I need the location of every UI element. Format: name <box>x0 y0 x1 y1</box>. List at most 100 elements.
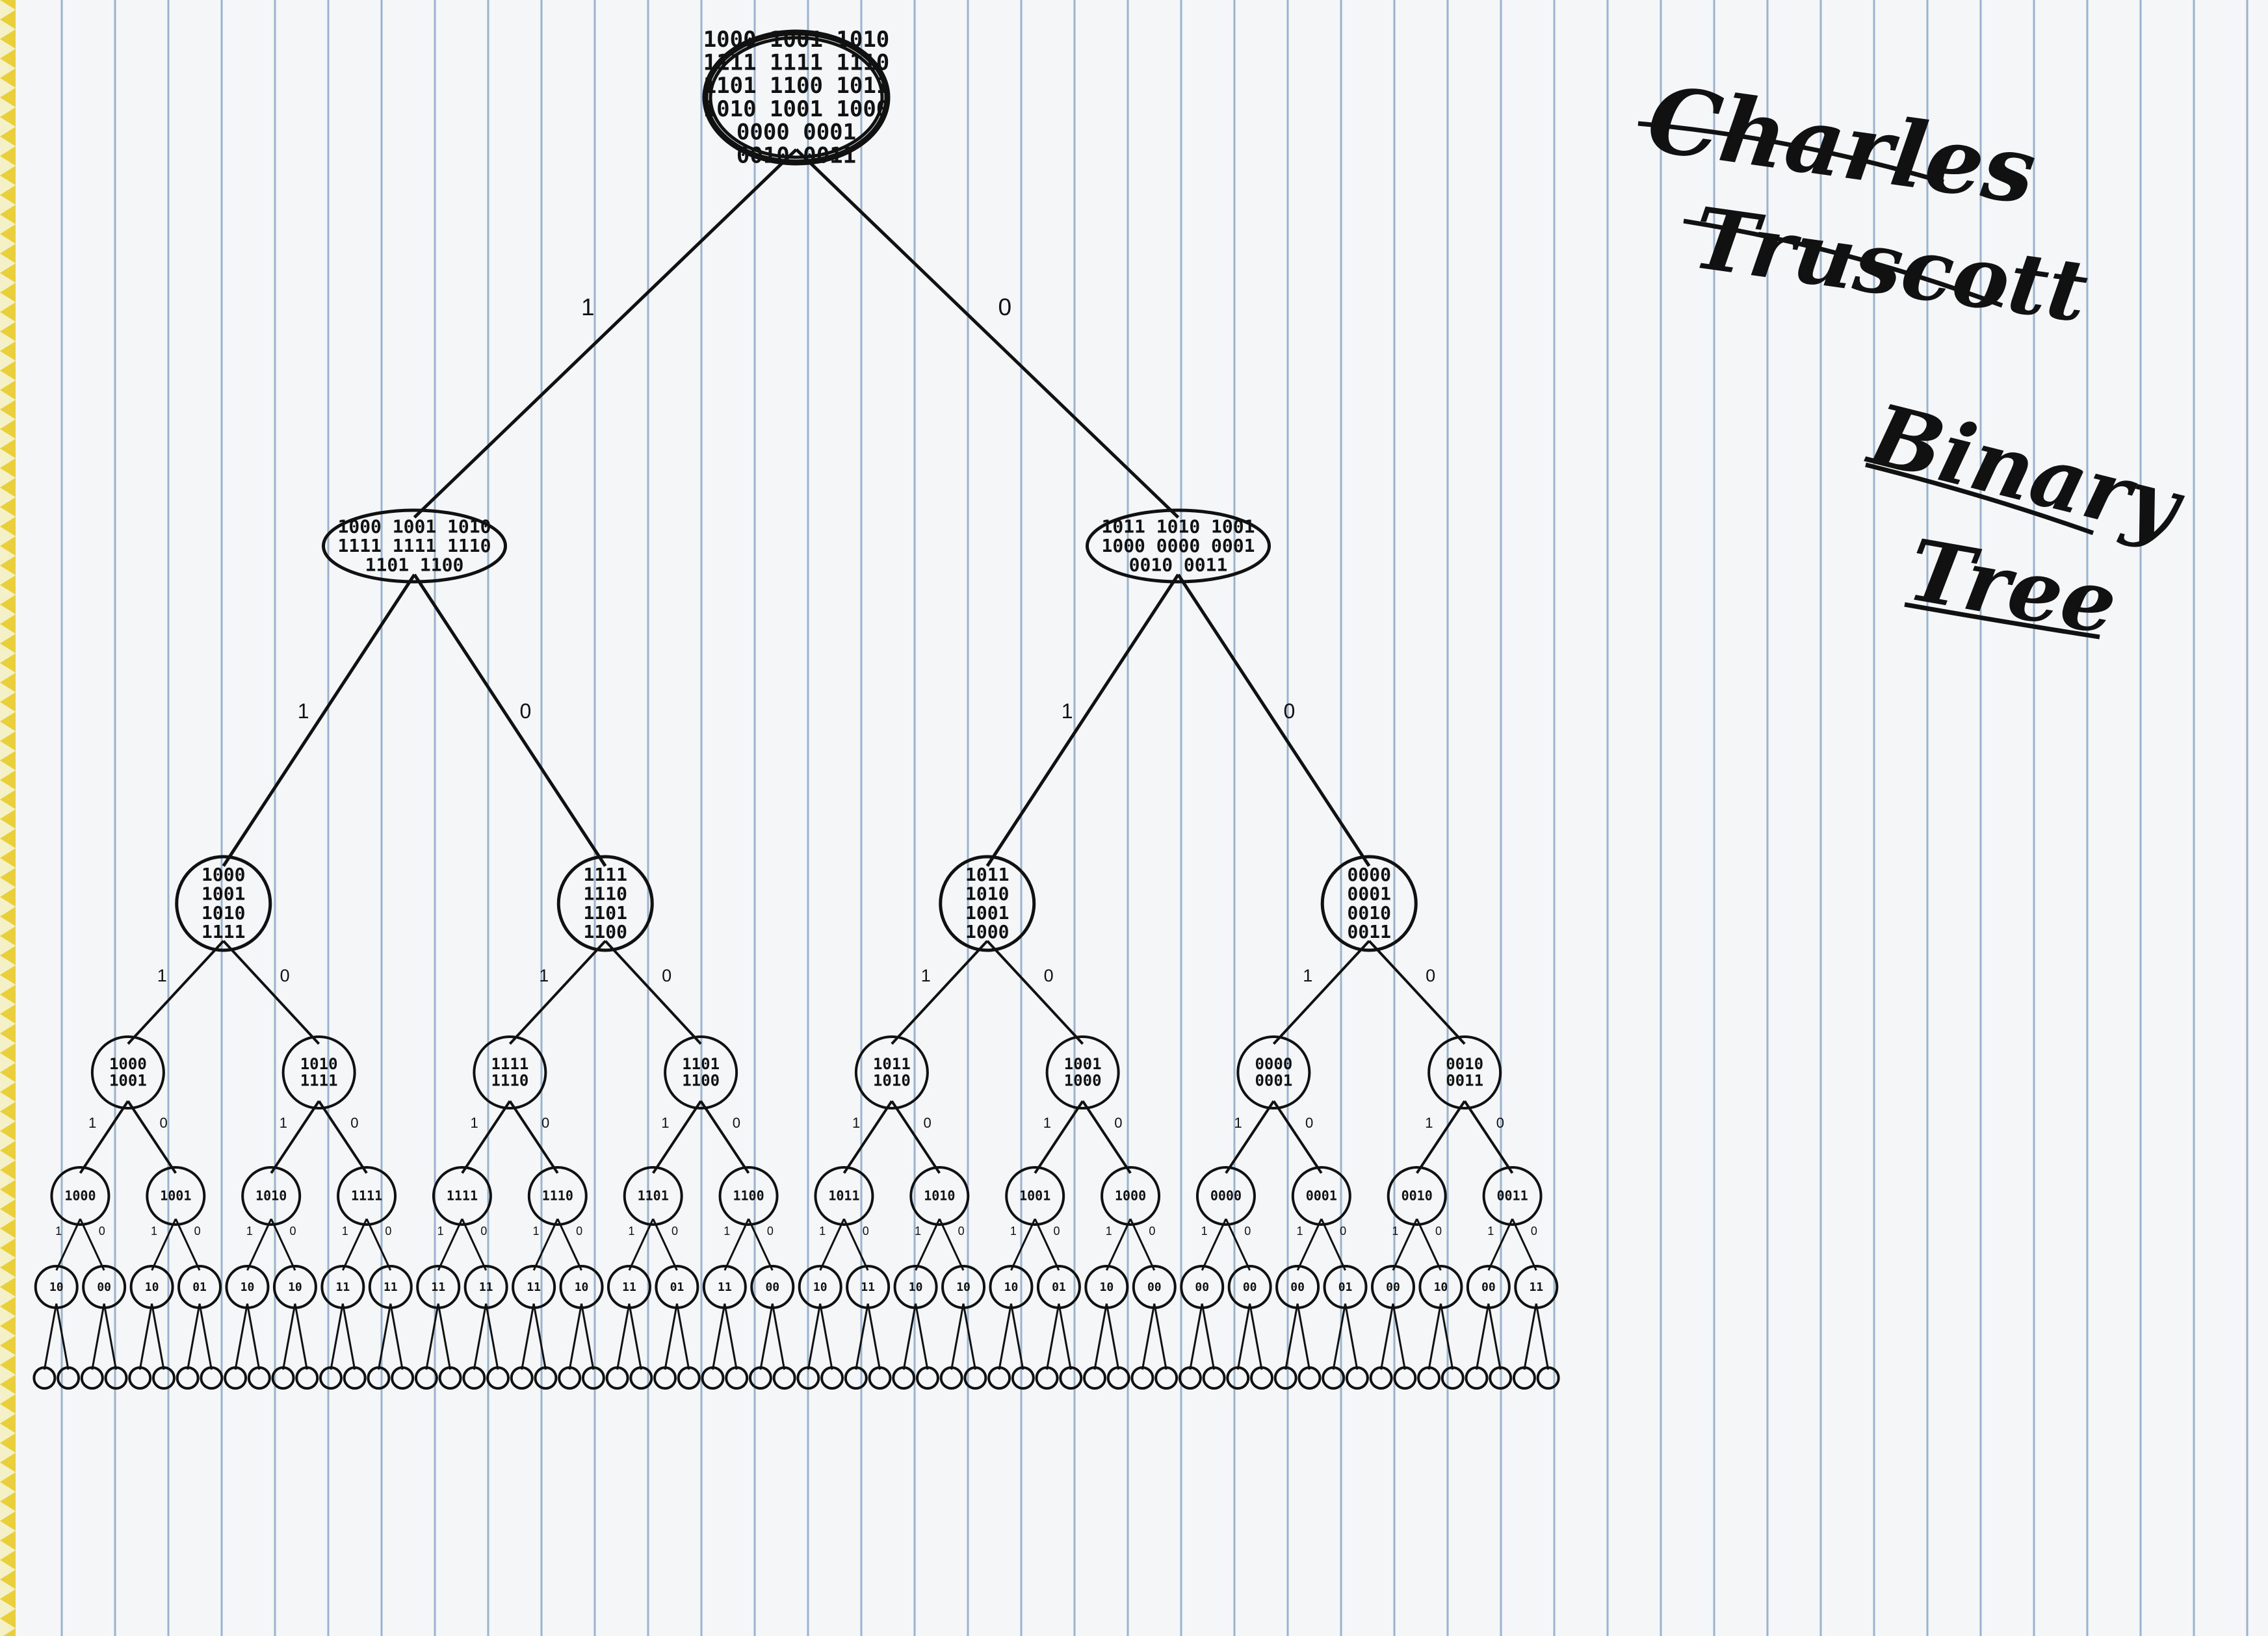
tree-node: 1000 <box>1101 1166 1161 1226</box>
tree-node: 01 <box>655 1265 699 1309</box>
node-label: 1010 1001 1000 <box>703 96 890 122</box>
leaf-node <box>868 1366 892 1390</box>
leaf-node <box>701 1366 725 1390</box>
node-outline <box>915 1366 939 1390</box>
node-outline <box>718 1166 779 1226</box>
node-outline <box>1086 508 1271 584</box>
tree-edge <box>365 1218 392 1271</box>
leaf-node <box>247 1366 271 1390</box>
edge-label-zero: 0 <box>1283 699 1295 723</box>
node-outline <box>1036 1265 1081 1309</box>
tree-node: 10 <box>559 1265 604 1309</box>
node-label: 11 <box>718 1280 732 1294</box>
leaf-node <box>605 1366 629 1390</box>
leaf-node <box>915 1366 939 1390</box>
tree-node: 11 <box>702 1265 747 1309</box>
node-outline <box>225 1265 270 1309</box>
edge-label-zero: 0 <box>1054 1225 1060 1238</box>
leaf-node <box>796 1366 820 1390</box>
node-outline <box>416 1265 461 1309</box>
node-label: 11 <box>336 1280 350 1294</box>
tree-edge <box>1105 1218 1132 1271</box>
node-outline <box>34 1265 79 1309</box>
node-label: 1010 <box>924 1188 955 1204</box>
tree-edge <box>1201 1218 1227 1271</box>
node-outline <box>1323 1265 1368 1309</box>
tree-node: 01 <box>1036 1265 1081 1309</box>
node-outline <box>844 1366 868 1390</box>
edge-label-zero: 0 <box>541 1115 549 1131</box>
node-outline <box>432 1166 492 1226</box>
tree-edge <box>891 1100 941 1174</box>
tree-edge <box>1416 1100 1466 1174</box>
edge-label-one: 1 <box>437 1225 444 1238</box>
node-outline <box>1178 1366 1202 1390</box>
tree-edge <box>270 1100 320 1174</box>
tree-edge <box>532 1303 547 1370</box>
tree-edge <box>1487 1303 1502 1370</box>
tree-edge <box>759 1303 774 1370</box>
edge-label-one: 1 <box>246 1225 253 1238</box>
tree-edge <box>699 1100 750 1174</box>
node-outline <box>281 1035 356 1110</box>
node-outline <box>319 1366 343 1390</box>
leaf-node <box>1417 1366 1441 1390</box>
node-label: 0000 <box>1348 864 1391 885</box>
node-outline <box>939 855 1036 952</box>
tree-node: 11 <box>512 1265 556 1309</box>
node-outline <box>1059 1366 1083 1390</box>
tree-edge <box>1272 1100 1323 1174</box>
edge-label-one: 1 <box>55 1225 62 1238</box>
node-label: 1100 <box>584 921 627 942</box>
node-label: 10 <box>1004 1280 1019 1294</box>
tree-edge <box>723 1218 749 1271</box>
node-outline <box>295 1366 319 1390</box>
edge-label-one: 1 <box>151 1225 157 1238</box>
tree-edge <box>1427 1303 1442 1370</box>
leaf-node <box>653 1366 677 1390</box>
node-label: 1111 <box>491 1055 528 1073</box>
tree-node: 10 <box>941 1265 986 1309</box>
leaf-node <box>581 1366 605 1390</box>
edge-label-one: 1 <box>1234 1115 1242 1131</box>
node-label: 1000 <box>109 1055 147 1073</box>
leaf-node <box>820 1366 844 1390</box>
leaf-node <box>391 1366 415 1390</box>
node-label: 11 <box>431 1280 445 1294</box>
node-label: 1010 <box>873 1071 911 1089</box>
tree-edge <box>246 1303 261 1370</box>
tree-edge <box>317 1100 368 1174</box>
node-outline <box>1369 1366 1393 1390</box>
tree-node: 00 <box>1180 1265 1225 1309</box>
tree-node: 11 <box>1514 1265 1559 1309</box>
tree-edge <box>91 1303 105 1370</box>
node-outline <box>1427 1035 1502 1110</box>
node-outline <box>1195 1166 1256 1226</box>
tree-edge <box>604 940 702 1045</box>
node-outline <box>854 1035 929 1110</box>
edge-label-zero: 0 <box>576 1225 582 1238</box>
edge-label-zero: 0 <box>998 294 1011 320</box>
tree-edge <box>1272 940 1370 1045</box>
leaf-node <box>319 1366 343 1390</box>
tree-node: 1000 <box>50 1166 111 1226</box>
node-label: 10 <box>145 1280 159 1294</box>
node-outline <box>146 1166 206 1226</box>
edge-label-one: 1 <box>581 294 595 320</box>
node-outline <box>1512 1366 1536 1390</box>
tree-node: 1111 <box>432 1166 492 1226</box>
tree-node: 1110 <box>527 1166 588 1226</box>
edge-label-zero: 0 <box>1149 1225 1155 1238</box>
tree-edge <box>198 1303 213 1370</box>
edge-label-zero: 0 <box>1435 1225 1442 1238</box>
leaf-node <box>1536 1366 1560 1390</box>
node-label: 0011 <box>1348 921 1391 942</box>
tree-node: 00 <box>1370 1265 1415 1309</box>
node-outline <box>368 1265 413 1309</box>
leaf-node <box>33 1366 57 1390</box>
node-outline <box>512 1265 556 1309</box>
